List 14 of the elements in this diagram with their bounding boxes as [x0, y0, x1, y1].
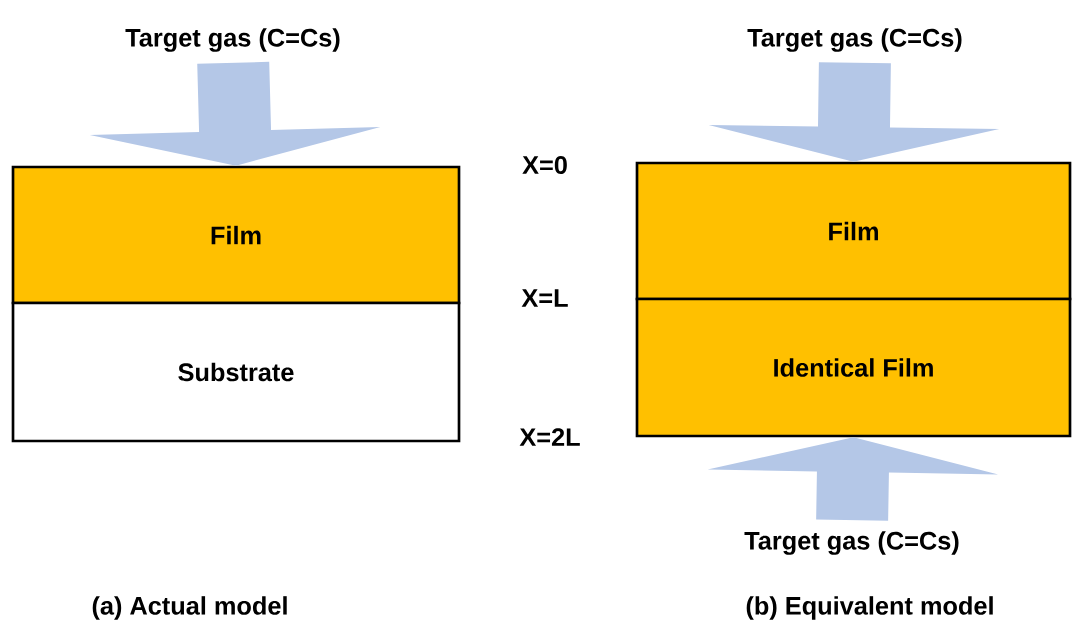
position-label: X=2L: [519, 428, 580, 446]
block-arrow: [708, 62, 1000, 162]
position-label: X=L: [521, 289, 568, 307]
substrate-layer: Substrate: [11, 301, 461, 443]
position-label: X=0: [522, 156, 567, 174]
gas-label: Target gas (C=Cs): [125, 28, 340, 52]
film-layer: Identical Film: [635, 297, 1072, 438]
film-layer: Film: [635, 161, 1072, 301]
gas-label: Target gas (C=Cs): [744, 531, 959, 555]
film-layer: Film: [11, 165, 461, 305]
caption: (b) Equivalent model: [746, 596, 993, 620]
gas-label: Target gas (C=Cs): [747, 28, 962, 52]
block-arrow: [89, 61, 381, 166]
caption: (a) Actual model: [92, 596, 287, 620]
